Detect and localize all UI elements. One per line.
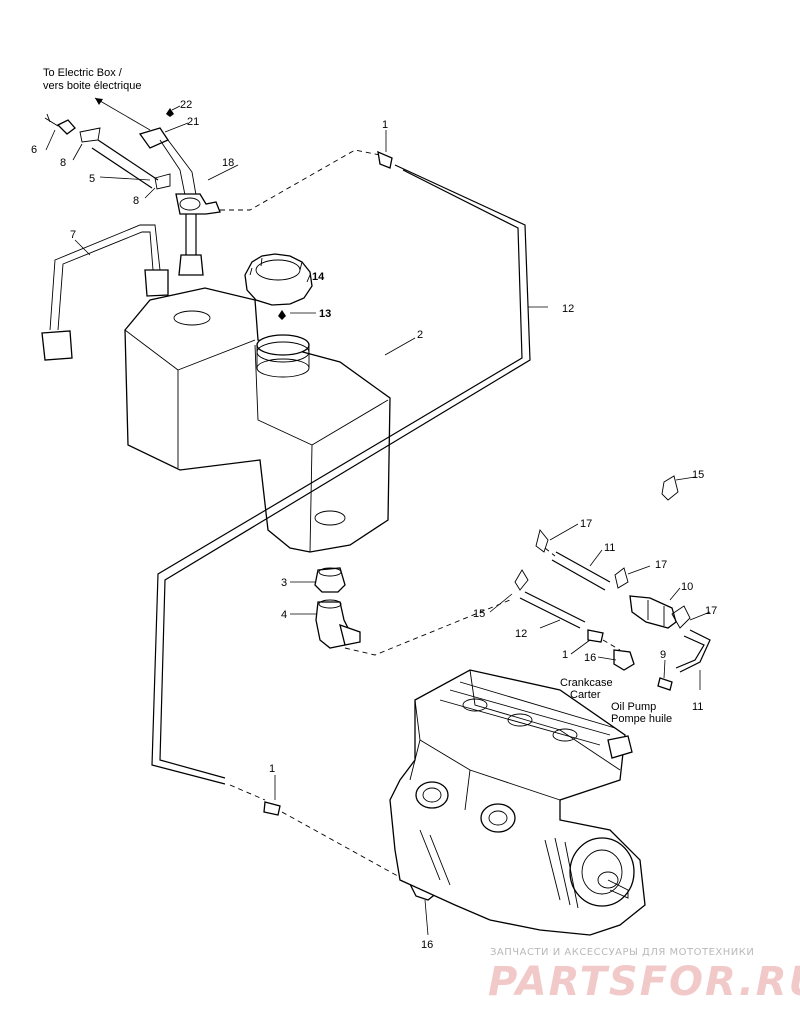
callout-12-upper: 12 (562, 303, 574, 315)
clamp-15-lower (514, 569, 529, 591)
electric-box-arrow (94, 97, 151, 131)
callout-15-lower: 15 (473, 608, 485, 620)
electric-box-label-en: To Electric Box / (43, 67, 123, 79)
callout-16-crankcase: 16 (584, 652, 596, 664)
watermark-tagline: ЗАПЧАСТИ И АКСЕССУАРЫ ДЛЯ МОТОТЕХНИКИ (490, 947, 754, 958)
crankcase-dashed (602, 639, 621, 651)
hose-clamp-9 (657, 677, 673, 691)
callout-17-mid: 17 (655, 559, 667, 571)
oil-hose-12-lower (519, 591, 586, 629)
vent-hose-12 (151, 164, 531, 785)
tank-outlet-fittings (314, 567, 361, 649)
hose-clamp-crankcase (587, 629, 604, 643)
tank-strap (41, 224, 169, 361)
hose-clamp-top (377, 150, 393, 169)
oil-tank (124, 287, 391, 553)
callout-17-upper: 17 (580, 518, 592, 530)
callout-leaders (45, 105, 711, 936)
outlet-dashed (344, 599, 511, 656)
oil-hose-11-upper (551, 551, 611, 591)
lower-dashed-2 (281, 811, 406, 881)
hose-clamp-bottom (263, 801, 281, 816)
callout-3: 3 (281, 577, 287, 589)
callout-22: 22 (180, 99, 192, 111)
oil-hose-11-lower (675, 629, 711, 673)
callout-10: 10 (681, 581, 693, 593)
inline-oil-filter (629, 595, 677, 629)
elbow-fitting-crankcase (613, 649, 635, 671)
crankcase-label-en: Crankcase (560, 677, 613, 689)
callout-8-lower: 8 (133, 195, 139, 207)
callout-17-right: 17 (705, 605, 717, 617)
engine-block (389, 669, 646, 936)
callout-7: 7 (70, 229, 76, 241)
vent-fitting-assembly (44, 108, 221, 276)
callout-12-lower: 12 (515, 628, 527, 640)
callout-1-top: 1 (382, 119, 388, 131)
tank-cap (244, 253, 313, 306)
callout-1-crankcase: 1 (562, 649, 568, 661)
callout-14: 14 (312, 271, 325, 283)
callout-6: 6 (31, 144, 37, 156)
clamp-15-upper (661, 475, 679, 501)
callout-8-upper: 8 (60, 157, 66, 169)
callout-1-bottom: 1 (269, 763, 275, 775)
callout-18: 18 (222, 157, 234, 169)
callout-5: 5 (89, 173, 95, 185)
callout-9: 9 (660, 649, 666, 661)
vent-hose-dashed (220, 149, 381, 211)
clamp-17-upper (535, 529, 549, 553)
callout-11-lower: 11 (692, 701, 703, 713)
cap-gasket (278, 310, 286, 320)
crankcase-label-fr: Carter (570, 689, 601, 701)
callout-21: 21 (187, 116, 199, 128)
callout-4: 4 (281, 609, 287, 621)
callout-15-upper: 15 (692, 469, 704, 481)
callout-13: 13 (319, 308, 331, 320)
electric-box-label-fr: vers boite électrique (43, 80, 141, 92)
oil-pump-label-fr: Pompe huile (611, 713, 672, 725)
electric-box-arrowhead (95, 98, 103, 105)
callout-2: 2 (417, 329, 423, 341)
watermark-logo: PARTSFOR.RU (488, 959, 800, 1005)
callout-16-bottom: 16 (421, 939, 433, 951)
upper-dashed (544, 547, 556, 557)
clamp-17-right (671, 605, 691, 629)
oil-pump-label-en: Oil Pump (611, 701, 656, 713)
lower-dashed-1 (229, 784, 266, 801)
callout-11-upper: 11 (604, 542, 615, 554)
clamp-17-mid (614, 567, 629, 589)
